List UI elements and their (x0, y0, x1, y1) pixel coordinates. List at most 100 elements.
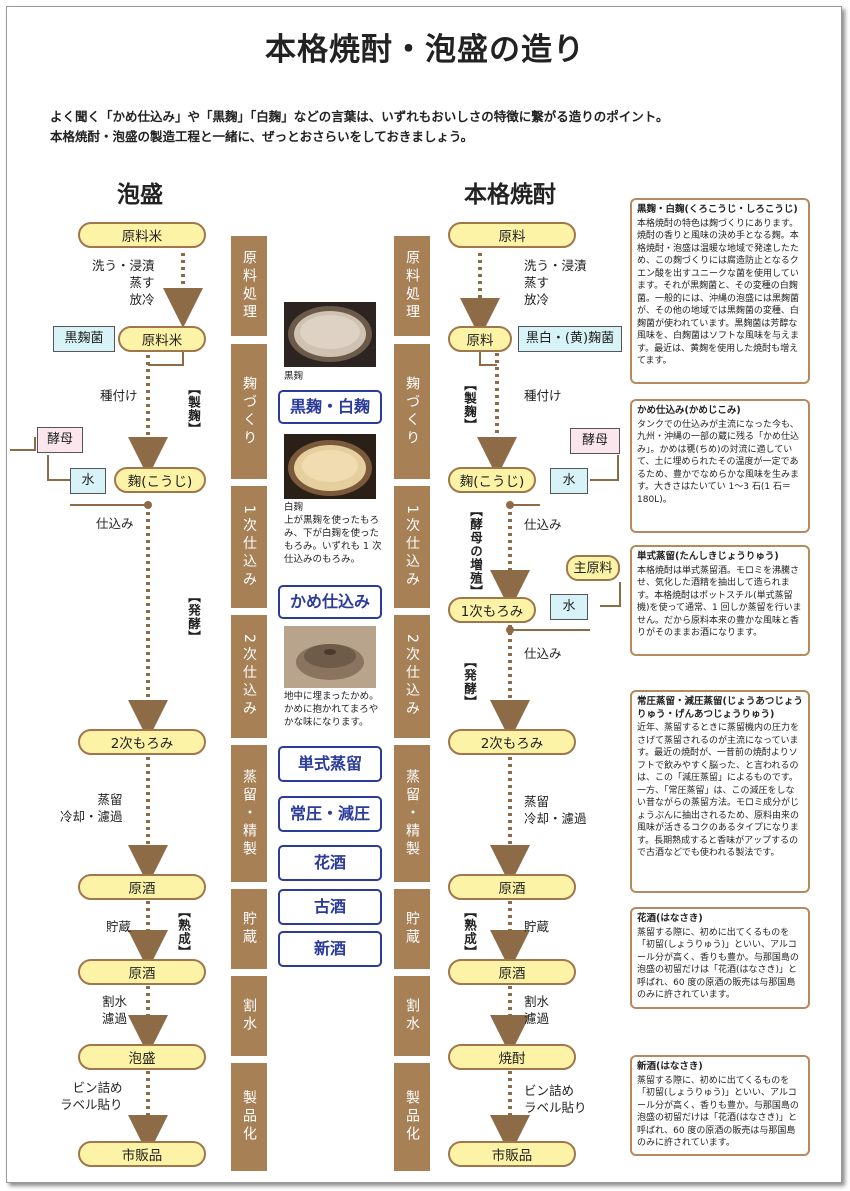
kuro-shiro-koji-button[interactable]: 黒麹・白麹 (278, 390, 382, 424)
aw-tag-koji: 黒麹菌 (53, 326, 115, 352)
note-heading: かめ仕込み(かめじこみ) (637, 405, 741, 416)
aw-node-genshu-2: 原酒 (78, 959, 206, 985)
aw-tag-yeast: 酵母 (37, 427, 83, 453)
kuro-koji-caption: 黒麹 (284, 371, 304, 382)
note-body: タンクでの仕込みが主流になった今も、九州・沖縄の一部の蔵に残る「かめ仕込み」。か… (637, 419, 800, 505)
hanasake-button[interactable]: 花酒 (278, 845, 382, 881)
stage-left-age: 貯蔵 (231, 889, 267, 969)
stage-left-shikomi1: 1次仕込み (231, 486, 267, 608)
sh-label-wash: 洗う・浸漬 蒸す 放冷 (524, 258, 587, 307)
intro-line-1: よく聞く「かめ仕込み」や「黒麹」「白麹」などの言葉は、いずれもおいしさの特徴に繋… (50, 109, 669, 124)
tanshiki-button[interactable]: 単式蒸留 (278, 746, 382, 782)
note-heading: 新酒(はなさき) (637, 1061, 703, 1072)
sh-bracket-koji: 【製麹】 (462, 378, 477, 432)
stage-left-shikomi2: 2次仕込み (231, 615, 267, 738)
sh-label-age: 貯蔵 (524, 919, 550, 934)
sh-node-shochu: 焼酎 (448, 1044, 576, 1070)
note-body: 本格焼酎の特色は麹づくりにあります。焼酎の香りと風味の決め手となる麹。本格焼酎・… (637, 218, 800, 367)
stage-left-koji: 麹づくり (231, 344, 267, 479)
sh-label-distill: 蒸留 冷却・濾過 (524, 794, 587, 826)
stage-right-raw: 原料処理 (394, 236, 430, 336)
kame-photo (284, 626, 376, 688)
sh-node-moromi2: 2次もろみ (448, 729, 576, 755)
intro-text: よく聞く「かめ仕込み」や「黒麹」「白麹」などの言葉は、いずれもおいしさの特徴に繋… (50, 107, 810, 147)
stage-left-raw: 原料処理 (231, 236, 267, 336)
sh-label-bottle: ビン詰め ラベル貼り (524, 1083, 587, 1115)
aw-bracket-ferment: 【発酵】 (186, 590, 201, 644)
sh-bracket-mature: 【熟成】 (462, 905, 477, 959)
note-body: 蒸留する際に、初めに出てくるものを「初留(しょうりゅう)」といい、アルコール分が… (637, 927, 799, 1001)
aw-label-distill: 蒸留 冷却・濾過 (60, 792, 123, 824)
stage-right-shikomi2: 2次仕込み (394, 615, 430, 738)
stage-left-distill: 蒸留・精製 (231, 745, 267, 882)
page-title: 本格焼酎・泡盛の造り (265, 32, 585, 68)
note-body-2: 一方、「常圧蒸留」は、この減圧をしない昔ながらの蒸留方法。モロミ成分がじょうぶん… (637, 785, 800, 859)
stage-right-shikomi1: 1次仕込み (394, 486, 430, 608)
stage-right-dilute: 割水 (394, 976, 430, 1056)
stage-right-product: 製品化 (394, 1063, 430, 1171)
sh-label-dilute: 割水 濾過 (524, 994, 550, 1026)
aw-label-inoculate: 種付け (100, 388, 138, 403)
sh-label-shikomi-2: 仕込み (524, 646, 562, 661)
aw-label-wash: 洗う・浸漬 蒸す 放冷 (92, 258, 155, 307)
sh-bracket-yeast: 【酵母の増殖】 (468, 504, 483, 599)
sh-tag-koji: 黒白・(黄)麹菌 (518, 326, 622, 352)
aw-node-retail: 市販品 (78, 1141, 206, 1167)
note-hanasake: 花酒(はなさき) 蒸留する際に、初めに出てくるものを「初留(しょうりゅう)」とい… (630, 907, 810, 1009)
note-body: 蒸留する際に、初めに出てくるものを「初留(しょうりゅう)」といい、アルコール分が… (637, 1075, 799, 1149)
kuro-koji-photo (284, 302, 376, 367)
aw-node-raw-rice-2: 原料米 (118, 326, 206, 352)
sh-node-genshu: 原酒 (448, 874, 576, 900)
stage-left-dilute: 割水 (231, 976, 267, 1056)
stage-right-age: 貯蔵 (394, 889, 430, 969)
note-tanshiki: 単式蒸留(たんしきじょうりゅう) 本格焼酎は単式蒸留酒。モロミを沸騰させ、気化し… (630, 545, 810, 656)
sh-tag-water-2: 水 (550, 594, 588, 620)
note-body: 近年、蒸留するときに蒸留機内の圧力をさげて蒸留されるのが主流になっています。最近… (637, 723, 800, 783)
sh-node-genshu-2: 原酒 (448, 959, 576, 985)
sh-tag-water-1: 水 (550, 468, 588, 494)
note-body: 本格焼酎は単式蒸留酒。モロミを沸騰させ、気化した酒精を抽出して造られます。本格焼… (637, 565, 802, 639)
joatsu-genatsu-button[interactable]: 常圧・減圧 (278, 796, 382, 832)
shinshu-button[interactable]: 新酒 (278, 931, 382, 967)
sh-node-raw-2: 原料 (448, 326, 512, 352)
aw-label-age: 貯蔵 (106, 919, 132, 934)
aw-bracket-koji: 【製麹】 (186, 382, 201, 436)
stage-right-koji: 麹づくり (394, 344, 430, 479)
aw-tag-water: 水 (70, 468, 106, 494)
note-kame-shikomi: かめ仕込み(かめじこみ) タンクでの仕込みが主流になった今も、九州・沖縄の一部の… (630, 399, 810, 533)
sh-tag-yeast: 酵母 (570, 428, 620, 454)
kusu-button[interactable]: 古酒 (278, 889, 382, 925)
note-joatsu-genatsu: 常圧蒸留・減圧蒸留(じょうあつじょうりゅう・げんあつじょうりゅう) 近年、蒸留す… (630, 690, 810, 893)
kame-shikomi-button[interactable]: かめ仕込み (278, 585, 382, 619)
aw-node-genshu: 原酒 (78, 874, 206, 900)
sh-label-inoculate: 種付け (524, 388, 562, 403)
note-heading: 花酒(はなさき) (637, 913, 703, 924)
sh-tag-main: 主原料 (566, 555, 620, 581)
note-shinshu: 新酒(はなさき) 蒸留する際に、初めに出てくるものを「初留(しょうりゅう)」とい… (630, 1055, 810, 1156)
sh-node-koji: 麹(こうじ) (448, 467, 536, 493)
aw-node-moromi2: 2次もろみ (78, 729, 206, 755)
sh-label-shikomi-1: 仕込み (524, 517, 562, 532)
aw-bracket-mature: 【熟成】 (176, 905, 191, 959)
sh-node-retail: 市販品 (448, 1141, 576, 1167)
sh-node-moromi1: 1次もろみ (448, 597, 536, 623)
stage-right-distill: 蒸留・精製 (394, 745, 430, 882)
note-heading: 単式蒸留(たんしきじょうりゅう) (637, 551, 779, 562)
intro-line-2: 本格焼酎・泡盛の製造工程と一緒に、ぜっとおさらいをしておきましょう。 (50, 129, 474, 144)
aw-node-raw-rice: 原料米 (78, 222, 206, 248)
note-heading: 常圧蒸留・減圧蒸留(じょうあつじょうりゅう・げんあつじょうりゅう) (637, 696, 803, 720)
shiro-koji-photo (284, 434, 376, 499)
note-heading: 黒麹・白麹(くろこうじ・しろこうじ) (637, 204, 798, 215)
note-kuro-shiro-koji: 黒麹・白麹(くろこうじ・しろこうじ) 本格焼酎の特色は麹づくりにあります。焼酎の… (630, 198, 810, 384)
sh-node-raw: 原料 (448, 222, 576, 248)
aw-node-koji: 麹(こうじ) (114, 467, 206, 493)
kame-description: 地中に埋まったかめ。かめに抱かれてまろやかな味になります。 (284, 691, 379, 728)
aw-label-shikomi: 仕込み (96, 516, 134, 531)
awamori-heading: 泡盛 (117, 181, 163, 208)
moromi-description: 上が黒麹を使ったもろみ、下が白麹を使ったもろみ。いずれも 1 次仕込みのもろみ。 (284, 515, 382, 565)
shochu-heading: 本格焼酎 (464, 181, 556, 208)
sh-bracket-ferment: 【発酵】 (462, 655, 477, 709)
aw-node-awamori: 泡盛 (78, 1044, 206, 1070)
aw-label-bottle: ビン詰め ラベル貼り (60, 1080, 123, 1112)
